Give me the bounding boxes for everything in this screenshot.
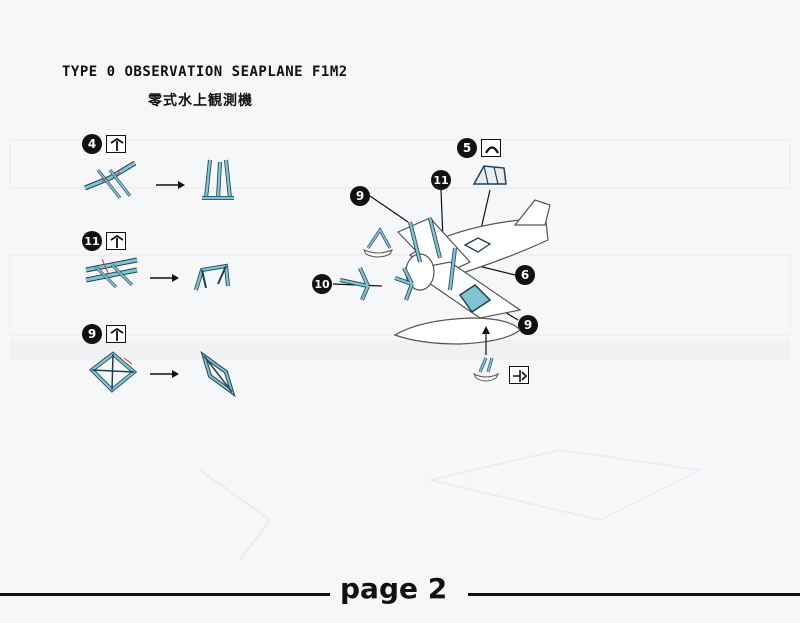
callout-badge: 10 (312, 274, 332, 294)
direction-fold-icon (481, 139, 501, 157)
windscreen-part (472, 165, 507, 185)
part-4-folded (202, 159, 234, 200)
page-title: TYPE 0 OBSERVATION SEAPLANE F1M2 (62, 64, 348, 80)
callout-badge: 5 (457, 138, 477, 158)
direction-up-icon (106, 325, 126, 343)
arrow-right-icon (150, 370, 179, 378)
part-4-flat (84, 160, 137, 199)
direction-up-icon (106, 232, 126, 250)
direction-up-icon (106, 135, 126, 153)
step-number-badge: 11 (82, 231, 102, 251)
part-9-flat (88, 351, 138, 393)
callout-badge: 6 (515, 265, 535, 285)
part-11-folded (194, 263, 230, 291)
step-number-badge: 9 (82, 324, 102, 344)
arrow-right-icon (150, 274, 179, 282)
part-11-flat (85, 257, 138, 289)
step-number-badge: 4 (82, 134, 102, 154)
flip-icon (509, 366, 529, 384)
footer-rule-right (468, 593, 800, 596)
callout-badge: 9 (350, 186, 370, 206)
page-number-label: page 2 (340, 572, 448, 605)
arrow-up-icon (0, 0, 1, 1)
arrow-right-icon (156, 181, 185, 189)
callout-badge: 11 (431, 170, 451, 190)
page-subtitle: 零式水上観測機 (148, 93, 253, 109)
footer-rule-left (0, 593, 330, 596)
part-9-folded (200, 350, 236, 398)
callout-badge: 9 (518, 315, 538, 335)
